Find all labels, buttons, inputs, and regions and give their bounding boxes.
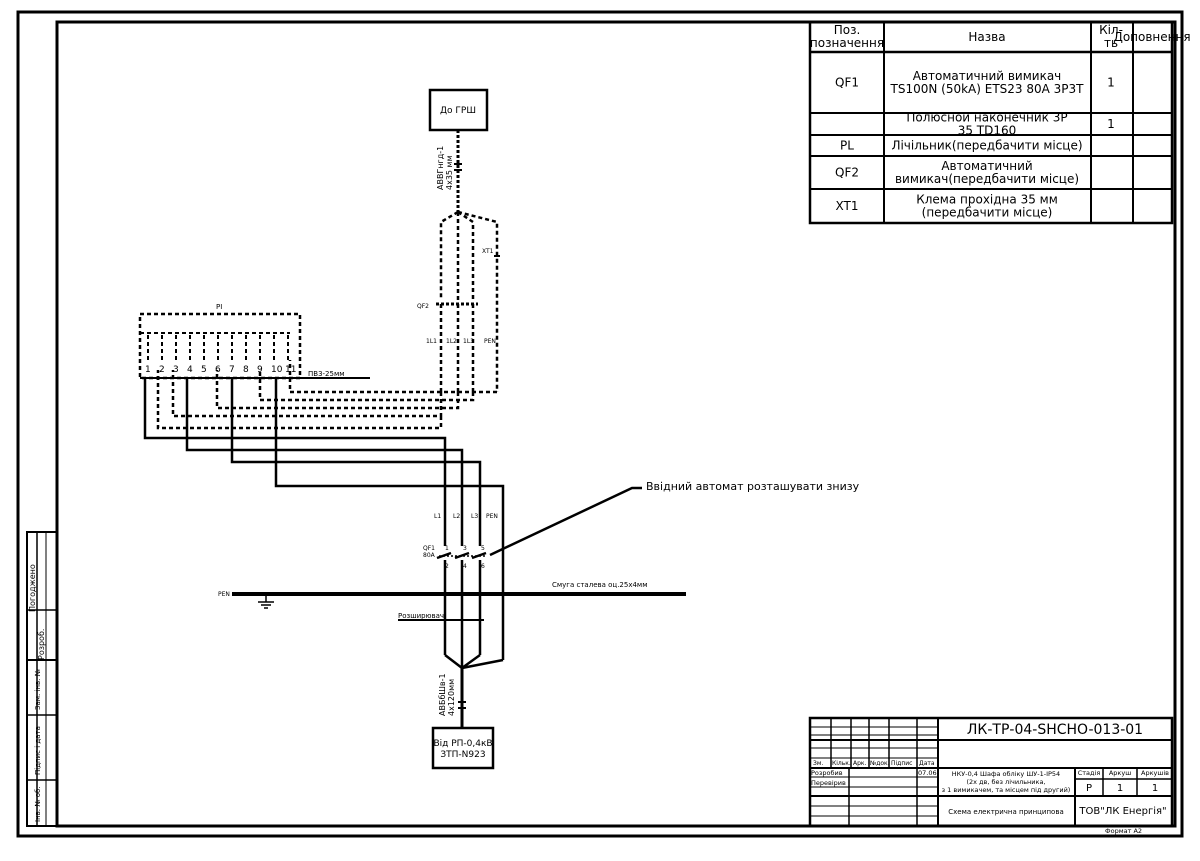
role-developer: Розробив: [811, 769, 843, 777]
qf1-pin-top-1: 1: [445, 545, 449, 552]
role-checker: Перевірив: [811, 779, 846, 787]
side-stamp-label-3: Зам. інв. №: [34, 669, 42, 710]
meter-terminal-label: 7: [229, 365, 235, 375]
inner-frame: [55, 20, 1177, 828]
source-box-bottom: [431, 726, 495, 770]
spec-cell-qty: 1: [1107, 76, 1115, 90]
meter-terminal-label: 9: [257, 365, 263, 375]
qf1-pin-top-2: 3: [463, 545, 467, 552]
col-header-3: Арк.: [853, 760, 867, 767]
meter-terminal-label: 1: [145, 365, 151, 375]
top-phase-3: 1L3: [463, 338, 474, 345]
col-header-4: №док.: [870, 760, 890, 767]
spec-cell-pos: QF1: [835, 76, 859, 90]
sheet-value: 1: [1117, 783, 1123, 794]
format-label: Формат А2: [1105, 827, 1142, 835]
bottom-phase-2: L2: [453, 513, 460, 520]
stage-header: Стадія: [1078, 769, 1101, 777]
top-phase-1: 1L1: [426, 338, 437, 345]
bottom-phase-3: L3: [471, 513, 478, 520]
company-name: ТОВ"ЛК Енергія": [1078, 805, 1166, 817]
top-cable-label: АВВГнгд-14х35 мм: [436, 146, 454, 190]
spec-cell-pos: PL: [840, 139, 854, 153]
pen-label: PEN: [218, 591, 230, 598]
meter-terminal-label: 6: [215, 365, 221, 375]
bottom-phase-1: L1: [434, 513, 441, 520]
source-box-top-label: До ГРШ: [440, 106, 476, 116]
side-stamp-label-4: Підпис і дата: [34, 726, 42, 775]
side-stamp-label-5: Інв. № об.: [34, 786, 42, 822]
top-phase-4: PEN: [484, 338, 496, 345]
spec-cell-qty: 1: [1107, 117, 1115, 131]
wire-label: ПВ3-25мм: [308, 370, 345, 378]
spec-header-note: Доповнення: [1113, 30, 1190, 44]
sheets-value: 1: [1152, 783, 1158, 794]
meter-terminal-label: 4: [187, 365, 193, 375]
side-stamp-label-1: Погоджено: [28, 564, 37, 612]
qf1-pin-top-3: 5: [481, 545, 485, 552]
doc-code: ЛК-ТР-04-SHCHO-013-01: [967, 722, 1143, 738]
spec-cell-pos: QF2: [835, 166, 859, 180]
spec-header-name: Назва: [968, 30, 1005, 44]
spec-cell-name: Лічільник(передбачити місце): [891, 139, 1082, 153]
meter-terminal-label: 3: [173, 365, 179, 375]
qf1-pin-bottom-1: 2: [445, 563, 449, 570]
meter-label: PI: [216, 303, 222, 311]
side-stamp: Погоджено Розроб. Зам. інв. № Підпис і д…: [26, 531, 58, 827]
col-header-5: Підпис: [891, 760, 912, 767]
meter-terminal-label: 5: [201, 365, 207, 375]
spec-header-pos: Поз.позначення: [810, 23, 884, 50]
sheet-header: Аркуш: [1109, 769, 1131, 777]
col-header-2: Кільк.: [832, 760, 851, 767]
bottom-cable-label: АВБбШв-14х120мм: [438, 673, 456, 716]
strip-label: Смуга сталева оц.25х4мм: [552, 581, 647, 589]
top-phase-2: 1L2: [446, 338, 457, 345]
qf2-label: QF2: [417, 303, 429, 310]
side-stamp-label-2: Розроб.: [37, 629, 46, 660]
spec-cell-name: Клема прохідна 35 мм(передбачити місце): [916, 193, 1058, 220]
outer-frame: [16, 10, 1184, 838]
spec-table: Поз.позначення Назва Кіл-ть Доповнення Q…: [808, 20, 1191, 225]
meter-terminal-label: 8: [243, 365, 249, 375]
qf1-pin-bottom-3: 6: [481, 563, 485, 570]
qf1-pin-bottom-2: 4: [463, 563, 467, 570]
description: НКУ-0,4 Шафа обліку ШУ-1-IP54(2х дв, без…: [942, 770, 1071, 794]
spec-header-qty: Кіл-ть: [1099, 23, 1123, 50]
col-header-6: Дата: [919, 760, 935, 767]
meter-terminal-label: 2: [159, 365, 165, 375]
scheme-name: Схема електрична принципова: [948, 808, 1063, 816]
spec-cell-pos: XT1: [836, 199, 859, 213]
schematic: До ГРШ АВВГнгд-14х35 мм XT1 QF2 1L1 1L2 …: [138, 88, 860, 770]
expander-label: Розширювач: [398, 612, 444, 620]
xt1-label: XT1: [482, 248, 494, 255]
col-header-1: Зм.: [813, 760, 823, 767]
meter-terminal-label: 11: [285, 365, 296, 375]
stage-value: Р: [1086, 783, 1092, 794]
bottom-phase-4: PEN: [486, 513, 498, 520]
note-text: Ввідний автомат розташувати знизу: [646, 480, 860, 493]
meter-terminal-label: 10: [271, 365, 283, 375]
title-block: ЛК-ТР-04-SHCHO-013-01 Зм. Кільк. Арк. №д…: [808, 716, 1174, 835]
date-value: 07.06: [918, 769, 937, 777]
sheets-header: Аркушів: [1141, 769, 1169, 777]
